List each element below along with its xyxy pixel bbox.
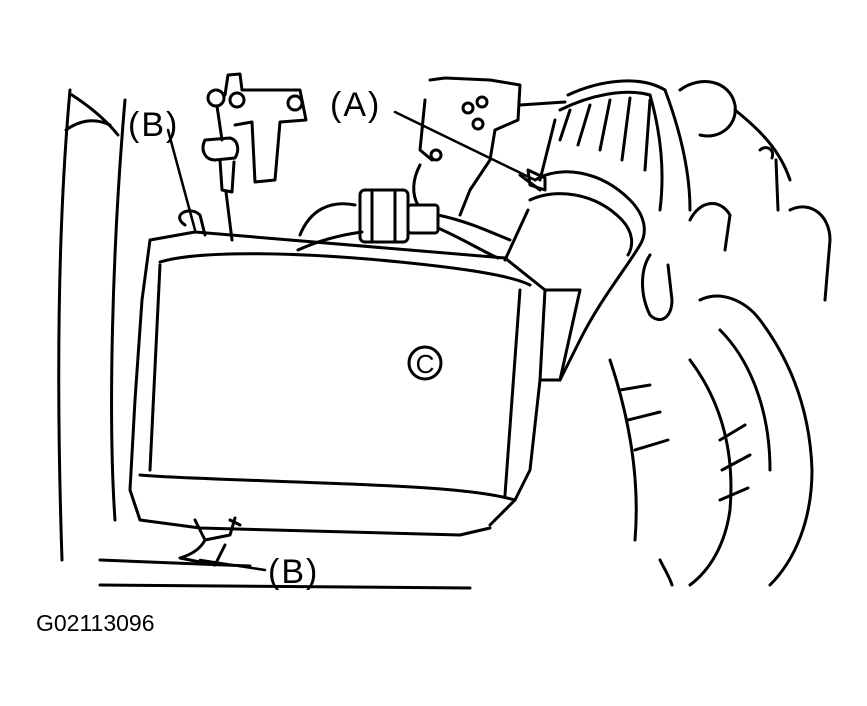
label-b-bottom: (B) — [268, 553, 320, 591]
label-b-top: (B) — [128, 106, 180, 144]
electrical-connector — [296, 188, 512, 260]
mounting-bracket — [201, 72, 308, 242]
leader-lines — [166, 110, 537, 572]
label-c-circle — [407, 345, 443, 381]
left-body-panel — [57, 88, 472, 590]
air-cleaner-case — [128, 209, 582, 537]
figure-code: G02113096 — [36, 610, 155, 636]
label-c: C — [416, 349, 435, 379]
lower-clamp — [178, 516, 242, 567]
leader-b-top — [166, 128, 197, 232]
leader-a — [393, 110, 537, 182]
label-a: (A) — [330, 86, 382, 124]
upper-bracket — [412, 76, 567, 217]
leader-b-bottom — [198, 558, 267, 572]
right-engine-components — [608, 80, 832, 587]
intake-duct — [503, 79, 692, 382]
